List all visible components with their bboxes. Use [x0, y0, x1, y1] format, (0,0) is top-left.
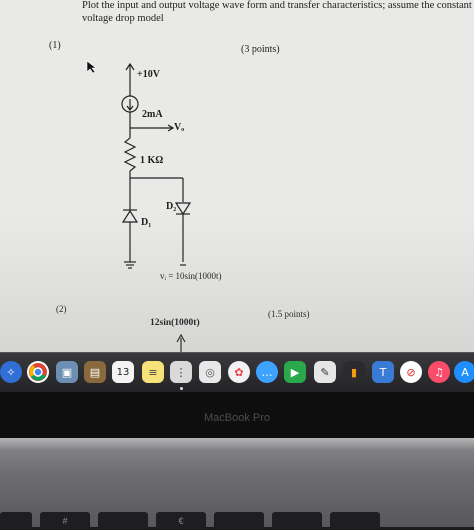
- mouse-cursor-icon: [86, 60, 97, 74]
- question-1-number: (1): [49, 40, 61, 51]
- keyboard-key[interactable]: [0, 512, 32, 530]
- safari-icon[interactable]: ✧: [0, 361, 22, 383]
- keyboard-key[interactable]: [214, 512, 264, 530]
- screen-bezel: MacBook Pro: [0, 392, 474, 438]
- circuit-diagram-1: [121, 62, 192, 356]
- keyboard-key[interactable]: €: [156, 512, 206, 530]
- resistor-label: 1 KΩ: [140, 155, 164, 166]
- circuit-2-input-label: 12sin(1000t): [150, 318, 200, 328]
- reminders-icon[interactable]: ⋮: [170, 361, 192, 383]
- music-icon[interactable]: ♫: [428, 361, 450, 383]
- document-page: Plot the input and output voltage wave f…: [0, 0, 474, 360]
- dock: ✧ ▣ ▤ 13 ≡ ⋮ ◎ ✿ … ▶ ✎ ▮ T ⊘ ♫ A: [0, 352, 474, 393]
- notes-icon[interactable]: ≡: [142, 361, 164, 383]
- photos-icon[interactable]: ✿: [228, 361, 250, 383]
- messages-icon[interactable]: …: [256, 361, 278, 383]
- chrome-icon[interactable]: [27, 361, 49, 383]
- numbers-icon[interactable]: ▮: [343, 361, 365, 383]
- keyboard-key[interactable]: [330, 512, 380, 530]
- laptop-base: # €: [0, 438, 474, 530]
- output-voltage-label: Vₒ: [174, 122, 185, 133]
- instruction-text-line-1: Plot the input and output voltage wave f…: [82, 0, 472, 11]
- calendar-icon[interactable]: 13: [112, 361, 134, 383]
- preview-icon[interactable]: ✎: [314, 361, 336, 383]
- input-voltage-label: vᵢ = 10sin(1000t): [160, 271, 222, 281]
- facetime-icon[interactable]: ▶: [284, 361, 306, 383]
- news-icon[interactable]: ⊘: [400, 361, 422, 383]
- question-2-number: (2): [56, 304, 67, 314]
- contacts-icon[interactable]: ▤: [84, 361, 106, 383]
- keyboard-key[interactable]: [98, 512, 148, 530]
- photo-booth-icon[interactable]: ◎: [199, 361, 221, 383]
- keynote-icon[interactable]: T: [372, 361, 394, 383]
- question-2-points: (1.5 points): [268, 309, 310, 319]
- brand-label: MacBook Pro: [203, 412, 271, 424]
- question-1-points: (3 points): [241, 44, 280, 55]
- app-store-icon[interactable]: A: [454, 361, 474, 383]
- diode-2-label: D₂: [166, 201, 177, 212]
- running-indicator-icon: [180, 387, 183, 390]
- instruction-text-line-2: voltage drop model: [82, 13, 164, 24]
- current-source-label: 2mA: [142, 109, 163, 120]
- keyboard-key[interactable]: #: [40, 512, 90, 530]
- supply-voltage-label: +10V: [137, 69, 160, 80]
- hinge: [0, 438, 474, 452]
- keyboard-key[interactable]: [272, 512, 322, 530]
- diode-1-label: D₁: [141, 217, 152, 228]
- calendar-day: 13: [116, 366, 130, 378]
- photo-app-icon[interactable]: ▣: [56, 361, 78, 383]
